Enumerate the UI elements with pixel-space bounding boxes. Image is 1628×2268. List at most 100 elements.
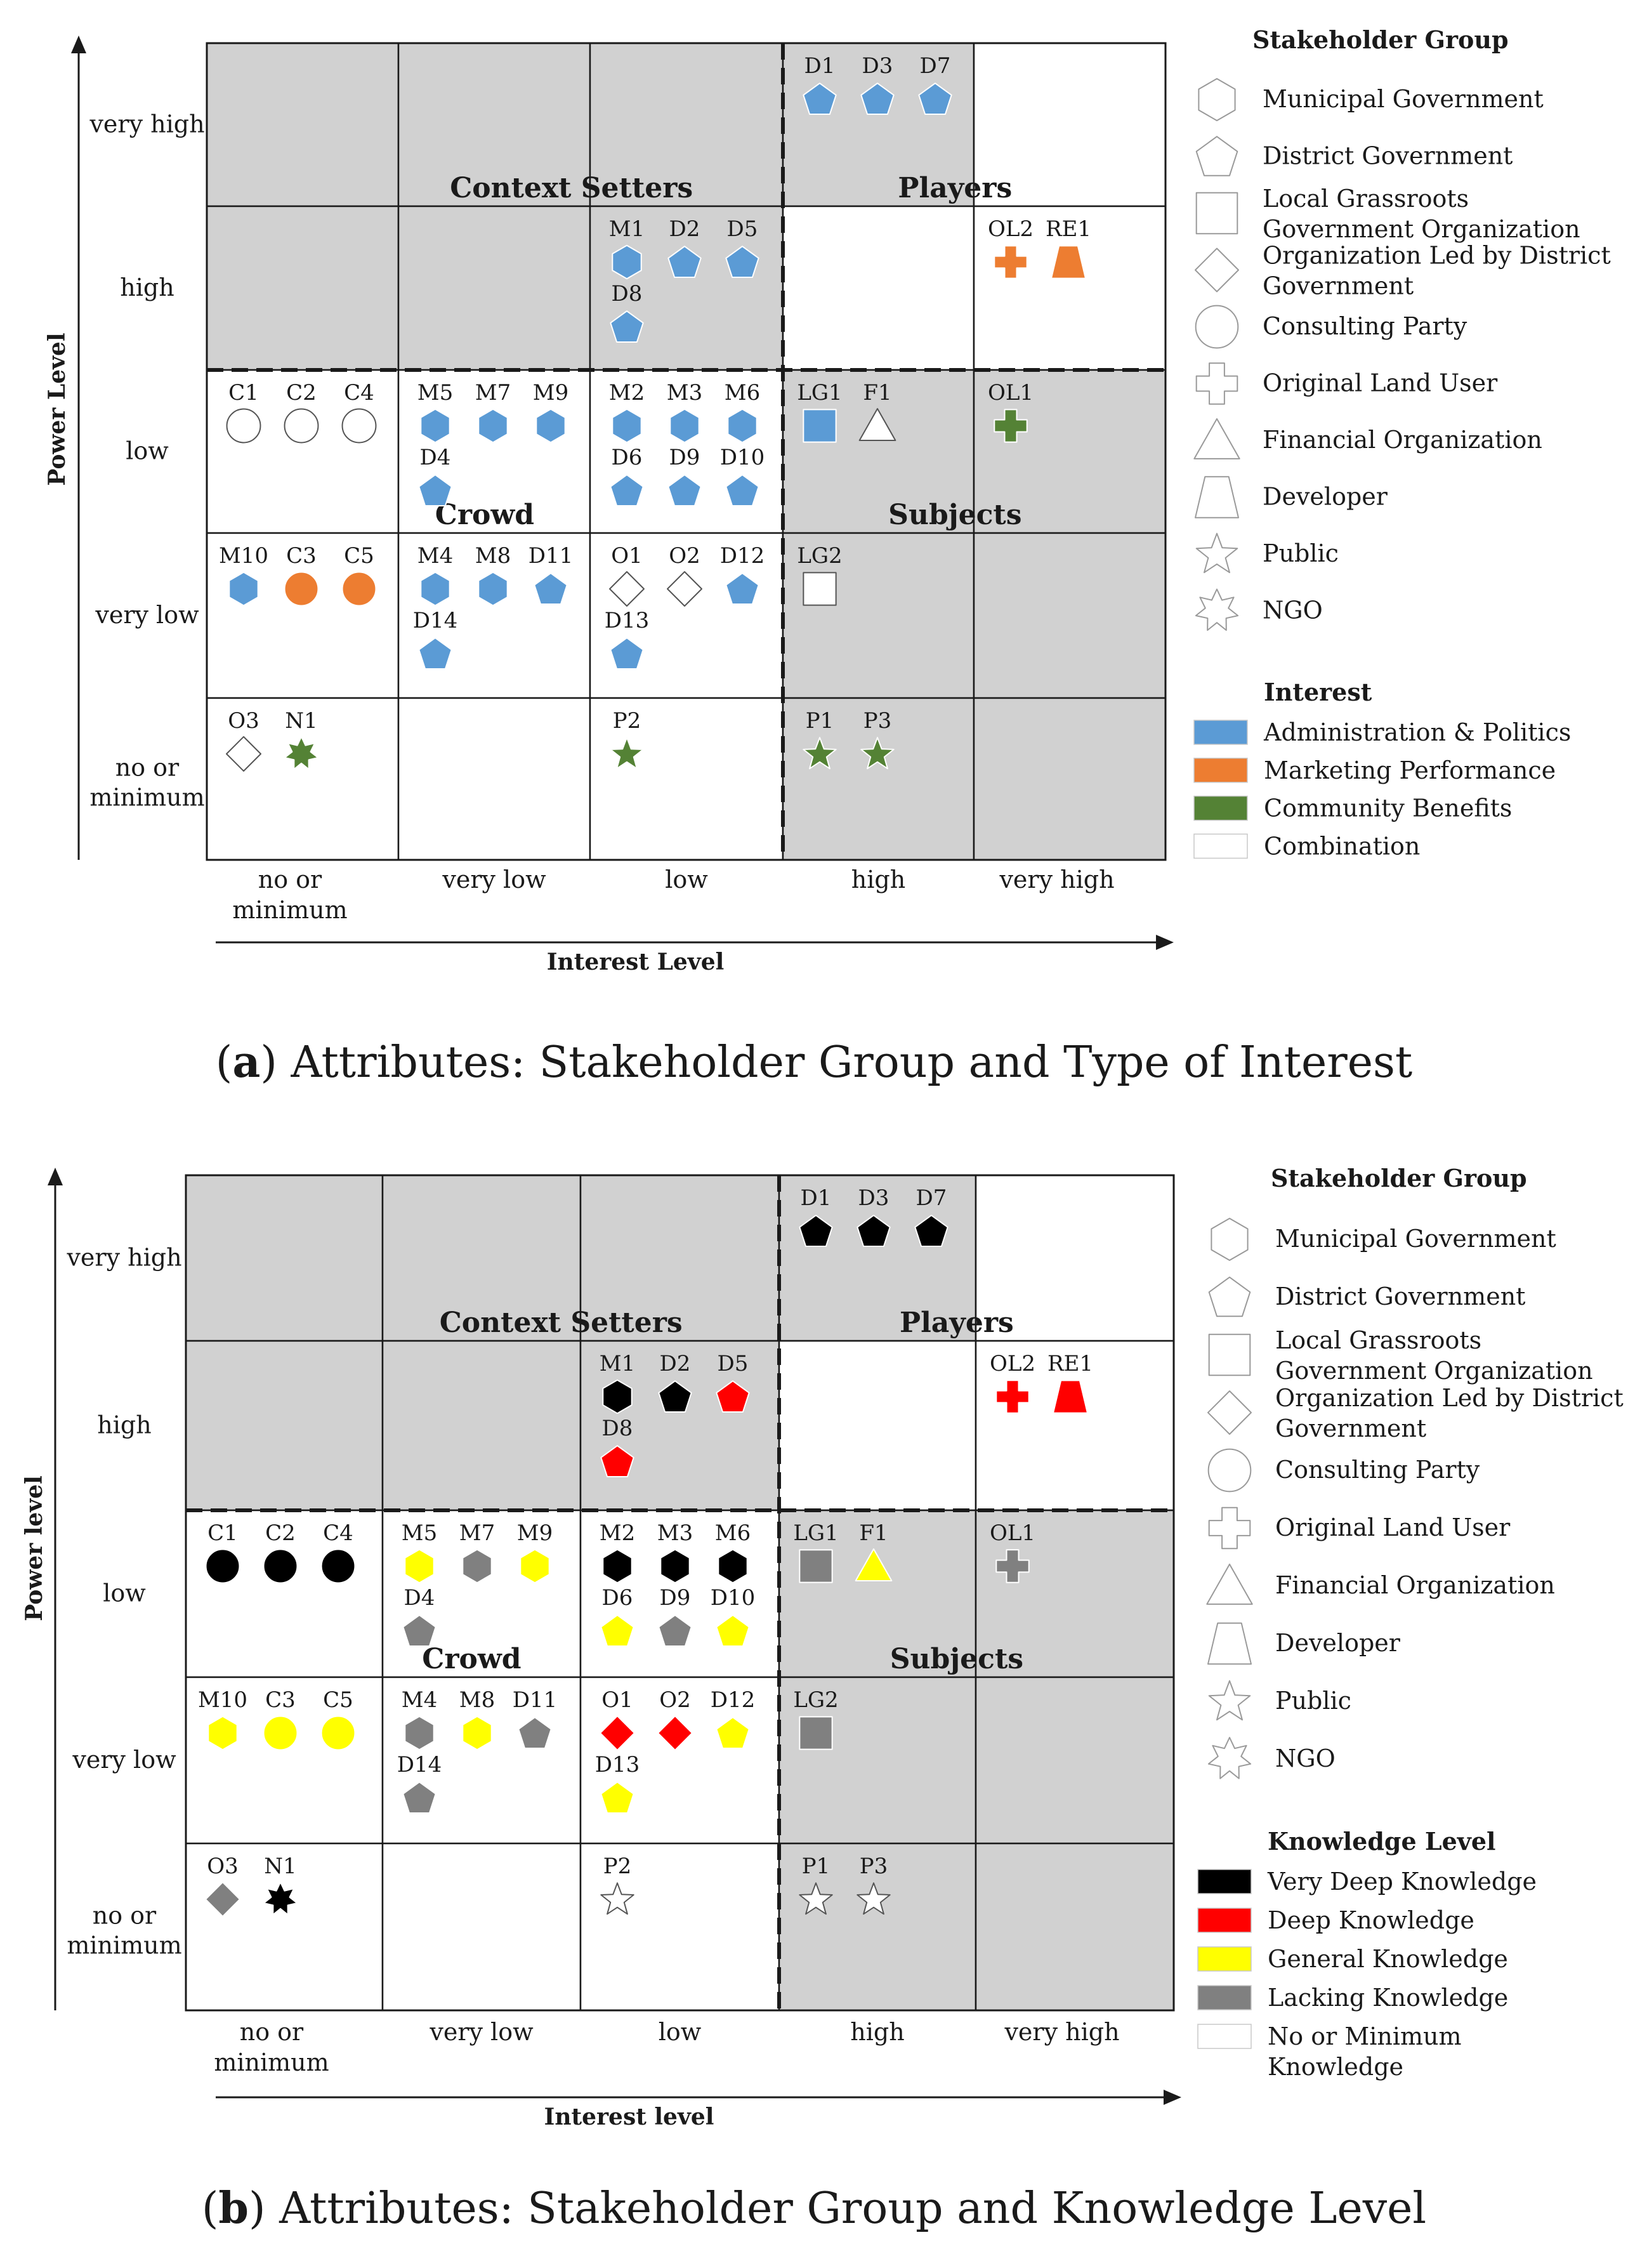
cell-very-high-no-or-minimum	[185, 1174, 384, 1342]
stakeholder-o1: O1	[609, 543, 645, 607]
stakeholder-hexagon-marker	[404, 1715, 435, 1751]
legend-item-label: Original Land User	[1263, 369, 1498, 397]
diamond-legend-icon	[1195, 247, 1239, 293]
cell-very-low-low	[589, 532, 784, 699]
stakeholder-m10: M10	[198, 1687, 247, 1751]
star5-legend-icon	[1208, 1680, 1251, 1721]
power-level-label: high	[97, 1411, 151, 1439]
stakeholder-id-label: OL1	[988, 380, 1034, 405]
cross-legend-icon	[1195, 362, 1238, 405]
stakeholder-id-label: M9	[533, 380, 568, 405]
stakeholder-cross-marker	[995, 1549, 1030, 1583]
stakeholder-pentagon-marker	[658, 1614, 692, 1647]
stakeholder-m10: M10	[219, 543, 268, 607]
power-level-label: very high	[66, 1244, 181, 1272]
stakeholder-d5: D5	[725, 216, 759, 278]
color-legend-label: Lacking Knowledge	[1268, 1984, 1508, 2012]
cell-high-high	[778, 1340, 977, 1512]
stakeholder-o3: O3	[205, 1854, 240, 1917]
stakeholder-diamond-marker	[205, 1882, 240, 1917]
diamond-legend-icon	[1207, 1390, 1252, 1435]
quadrant-label-crowd: Crowd	[422, 1643, 521, 1675]
stakeholder-d9: D9	[658, 1585, 692, 1647]
legend-item-label: NGO	[1263, 597, 1323, 624]
interest-level-label: very high	[999, 866, 1114, 893]
color-legend-title: Interest	[1264, 678, 1372, 706]
power-level-label: low	[103, 1579, 146, 1607]
stakeholder-id-label: D5	[718, 1351, 749, 1376]
interest-level-label: very low	[429, 2018, 534, 2046]
stakeholder-pentagon-marker	[418, 474, 452, 506]
stakeholder-id-label: RE1	[1047, 1351, 1093, 1376]
cell-high-high	[782, 205, 975, 371]
cell-low-high	[778, 1509, 977, 1678]
stakeholder-pentagon-marker	[914, 1215, 949, 1247]
stakeholder-id-label: D7	[920, 53, 951, 79]
stakeholder-id-label: C5	[344, 543, 374, 569]
stakeholder-id-label: M6	[725, 380, 760, 405]
cell-very-low-very-low	[397, 532, 591, 699]
power-level-label: high	[120, 274, 174, 301]
stakeholder-circle-marker	[205, 1548, 240, 1584]
stakeholder-id-label: M1	[600, 1351, 635, 1376]
legend-item-label: Organization Led by District	[1263, 242, 1611, 270]
stakeholder-id-label: M8	[475, 543, 511, 569]
stakeholder-hexagon-marker	[478, 571, 508, 607]
stakeholder-id-label: D2	[669, 216, 700, 242]
stakeholder-m7: M7	[475, 380, 511, 444]
color-legend-label: Administration & Politics	[1263, 718, 1571, 746]
cell-low-high	[782, 369, 975, 534]
stakeholder-square-marker	[803, 409, 837, 443]
stakeholder-m6: M6	[725, 380, 760, 444]
cell-very-high-no-or-minimum	[206, 42, 400, 208]
stakeholder-id-label: M10	[198, 1687, 247, 1713]
cell-very-low-high	[778, 1676, 977, 1845]
stakeholder-id-label: D10	[711, 1585, 756, 1611]
legend-item-label: Local Grassroots	[1275, 1326, 1481, 1354]
stakeholder-m2: M2	[600, 1520, 635, 1584]
stakeholder-hexagon-marker	[727, 408, 758, 444]
stakeholder-id-label: D10	[720, 445, 765, 470]
legend-item-label: Municipal Government	[1275, 1225, 1556, 1253]
color-legend-label: Community Benefits	[1264, 794, 1512, 822]
stakeholder-pentagon-marker	[600, 1781, 634, 1814]
stakeholder-star5-marker	[860, 737, 895, 770]
stakeholder-d2: D2	[658, 1351, 692, 1413]
interest-level-label: very high	[1004, 2018, 1119, 2046]
stakeholder-id-label: D6	[602, 1585, 633, 1611]
cell-no-or-minimum-low	[589, 697, 784, 861]
stakeholder-f1: F1	[855, 1520, 893, 1581]
cell-very-high-low	[589, 42, 784, 208]
power-level-label: no or	[93, 1902, 157, 1930]
cell-very-high-low	[579, 1174, 780, 1342]
interest-level-label: minimum	[214, 2048, 329, 2076]
stakeholder-id-label: M7	[475, 380, 511, 405]
stakeholder-id-label: LG2	[797, 543, 842, 569]
color-swatch	[1193, 720, 1248, 745]
stakeholder-hexagon-marker	[660, 1548, 690, 1584]
legend-item-label: District Government	[1263, 142, 1513, 170]
cross-legend-icon	[1208, 1507, 1251, 1550]
stakeholder-id-label: D6	[612, 445, 643, 470]
power-level-label: no or	[115, 754, 180, 782]
stakeholder-id-label: OL1	[990, 1520, 1035, 1546]
stakeholder-pentagon-marker	[667, 246, 702, 278]
stakeholder-id-label: D13	[605, 608, 650, 633]
stakeholder-square-marker	[799, 1549, 833, 1583]
stakeholder-id-label: N1	[285, 708, 317, 734]
legend-item-label: NGO	[1275, 1744, 1336, 1772]
cell-high-no-or-minimum	[206, 205, 400, 371]
stakeholder-ol2: OL2	[990, 1351, 1035, 1414]
x-axis-arrowhead	[1164, 2090, 1181, 2105]
star7-legend-icon	[1195, 588, 1239, 631]
stakeholder-id-label: RE1	[1046, 216, 1091, 242]
cell-very-low-very-high	[973, 532, 1167, 699]
stakeholder-pentagon-marker	[716, 1380, 750, 1413]
power-level-label: low	[126, 437, 169, 465]
stakeholder-pentagon-marker	[610, 474, 644, 506]
cell-very-high-very-low	[381, 1174, 582, 1342]
stakeholder-pentagon-marker	[667, 474, 702, 506]
